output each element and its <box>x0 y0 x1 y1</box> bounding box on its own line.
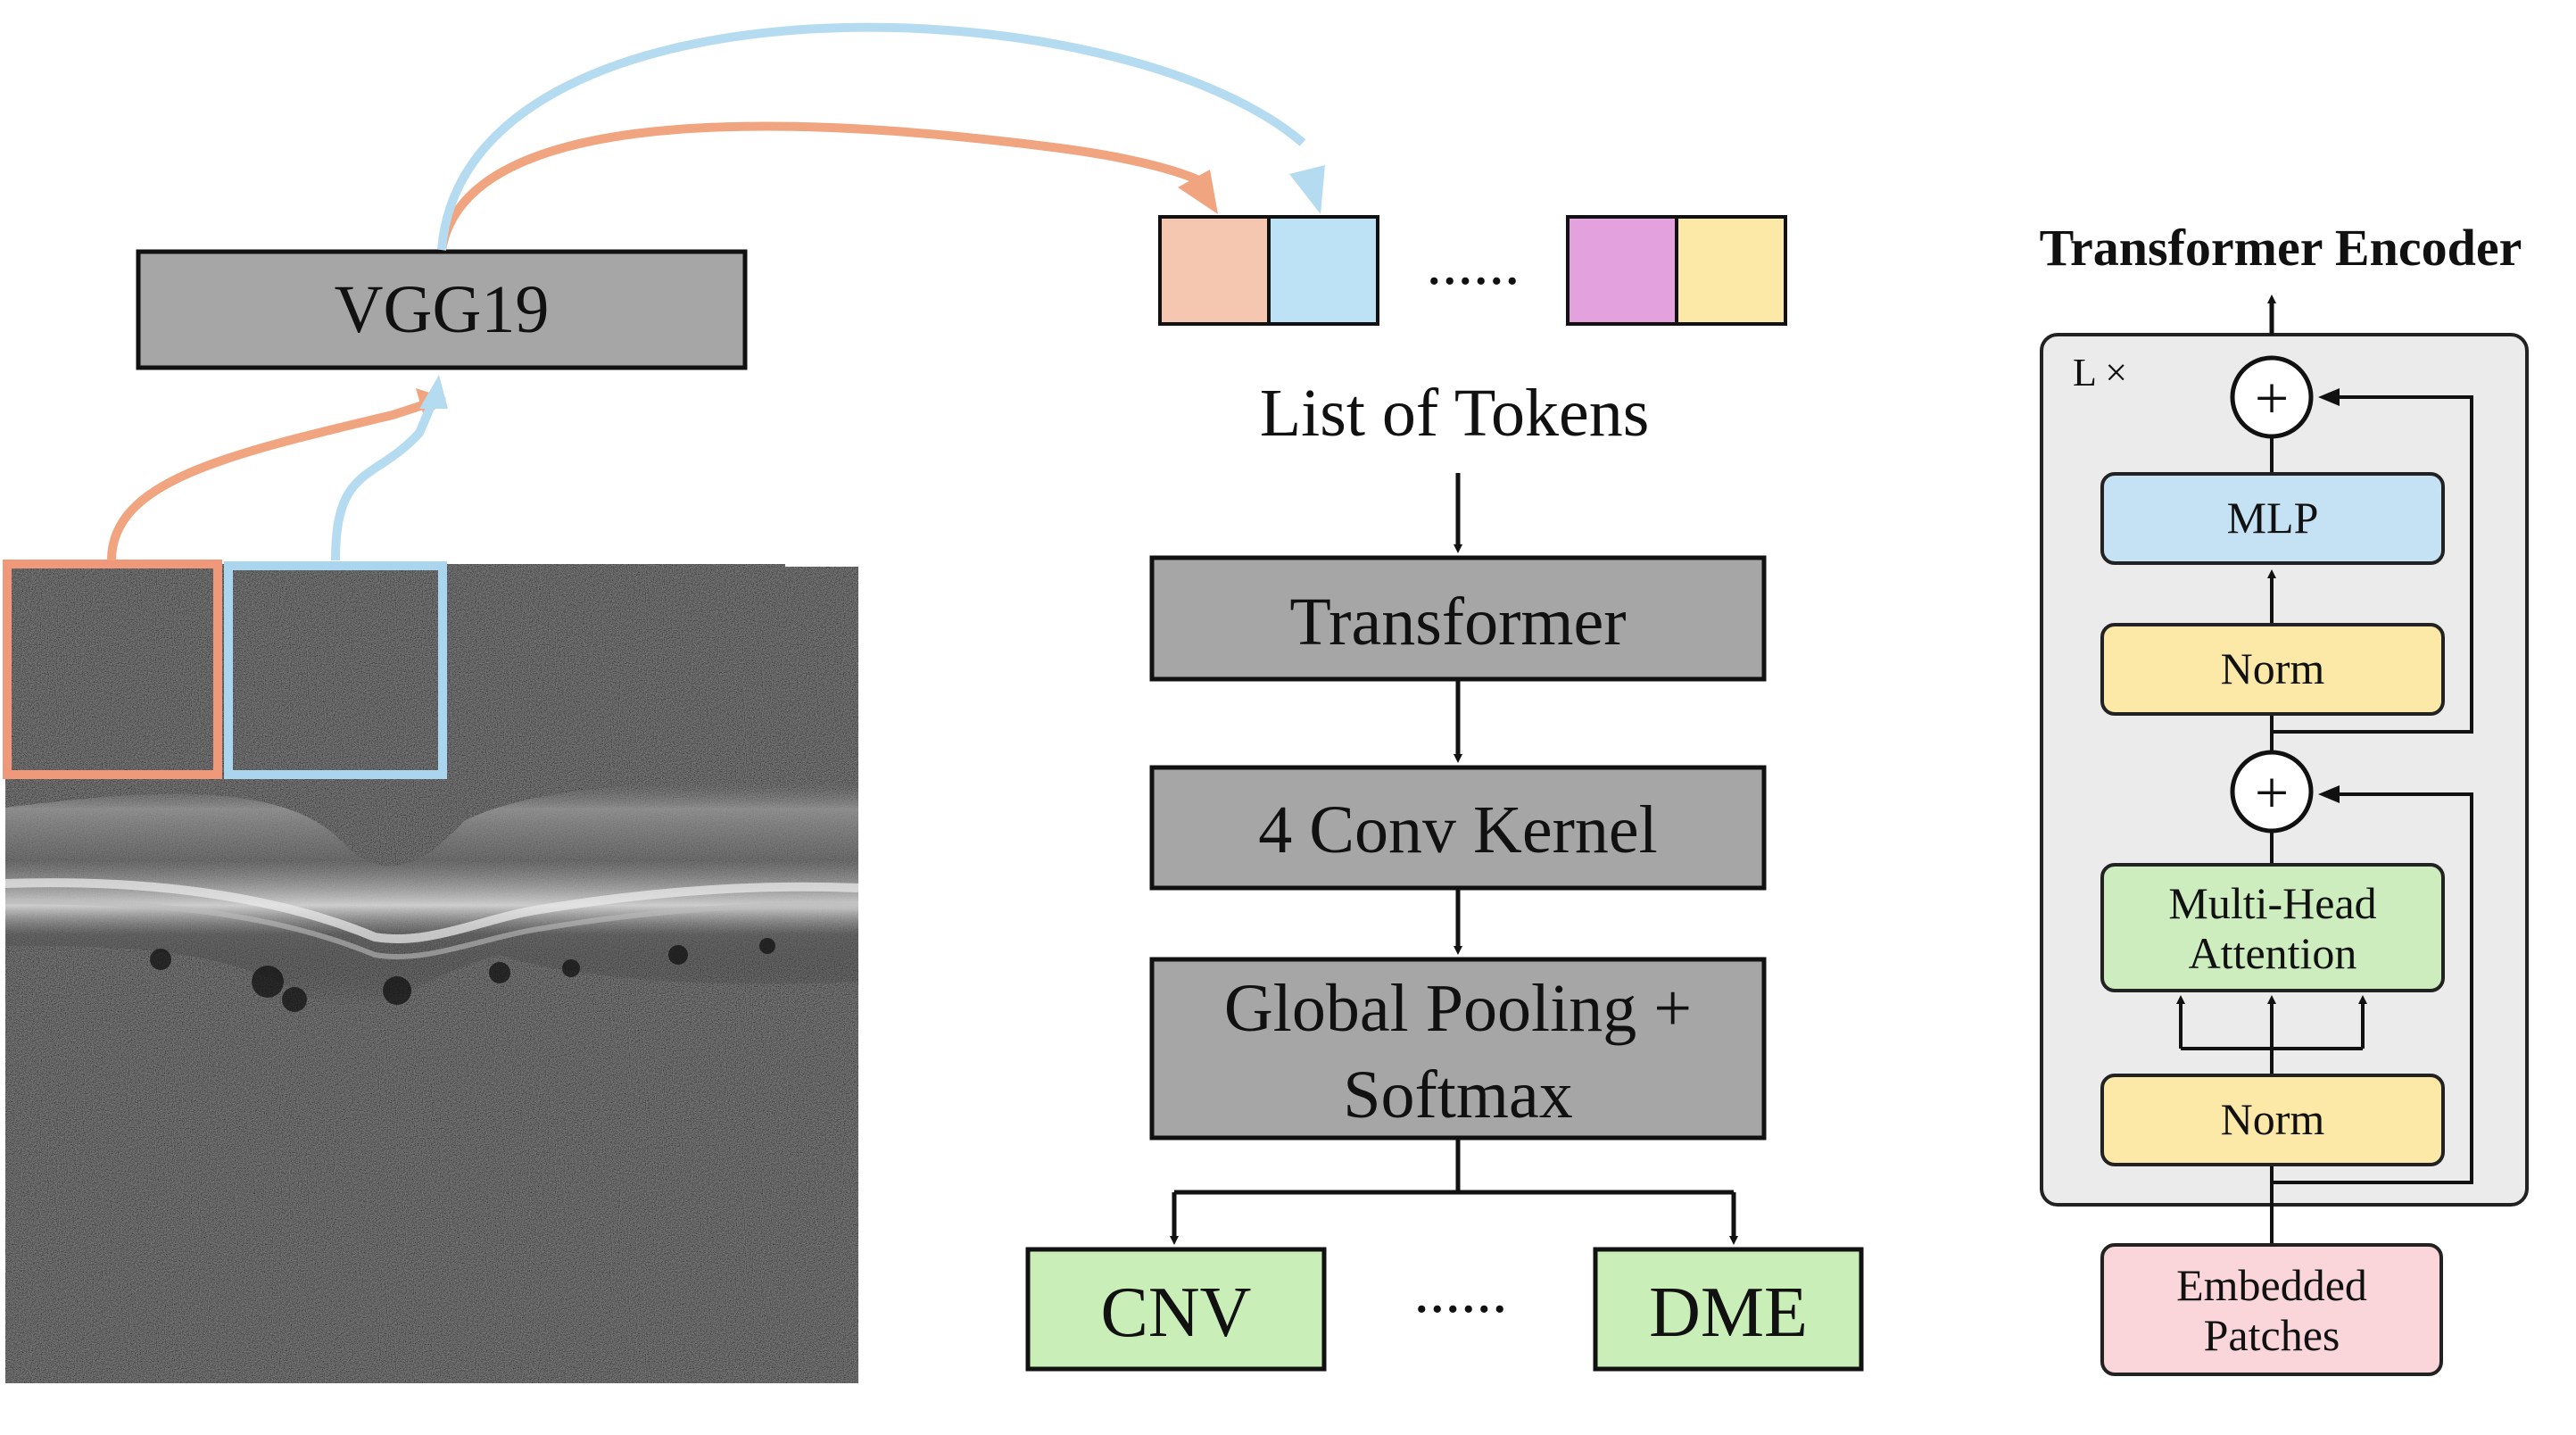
blue-patch <box>224 561 447 779</box>
dme-output-box <box>1593 1247 1864 1372</box>
norm-top-label: Norm <box>2221 643 2325 693</box>
token-ellipsis: ...... <box>1427 229 1520 298</box>
attention-label-line1: Multi-Head <box>2168 878 2376 928</box>
residual-add-lower-icon <box>2230 750 2314 834</box>
conv-kernel-box <box>1149 765 1767 891</box>
multi-head-attention-box <box>2100 863 2445 992</box>
blue-arrowhead-icon <box>419 375 448 409</box>
embedded-label-line1: Embedded <box>2176 1260 2367 1310</box>
orange-token-arrowhead-icon <box>1178 170 1218 214</box>
skip-connection-lower <box>2272 792 2473 1184</box>
encoder-repeat-label: L × <box>2073 351 2127 394</box>
skip-upper-arrowhead-icon <box>2318 388 2340 406</box>
cnv-label: CNV <box>1101 1273 1252 1352</box>
token-list-caption: List of Tokens <box>1260 376 1650 451</box>
orange-patch <box>3 560 222 779</box>
residual-add-lower-symbol: + <box>2255 759 2289 826</box>
embedded-label-line2: Patches <box>2204 1310 2340 1360</box>
embedded-patches-box <box>2100 1243 2443 1376</box>
transformer-label: Transformer <box>1289 585 1626 659</box>
output-ellipsis: ...... <box>1414 1257 1508 1326</box>
mlp-label: MLP <box>2227 493 2319 543</box>
norm-bottom-box <box>2100 1074 2445 1166</box>
cnv-output-box <box>1025 1247 1327 1372</box>
token-orange <box>1158 215 1271 326</box>
norm-bottom-label: Norm <box>2221 1094 2325 1144</box>
oct-scan-image <box>4 561 859 1387</box>
blue-patch-to-vgg-arrow <box>331 400 437 561</box>
orange-patch-to-vgg-arrow <box>107 399 430 561</box>
pooling-label-line2: Softmax <box>1343 1058 1573 1132</box>
encoder-title: Transformer Encoder <box>2040 219 2522 277</box>
mlp-box <box>2100 472 2445 565</box>
transformer-box <box>1149 555 1767 682</box>
blue-vgg-to-token-arrow <box>437 22 1306 251</box>
vgg19-box <box>136 249 748 370</box>
conv-kernel-label: 4 Conv Kernel <box>1258 792 1657 867</box>
blue-token-arrowhead-icon <box>1289 165 1325 214</box>
token-pink <box>1566 215 1678 326</box>
skip-lower-arrowhead-icon <box>2318 785 2340 803</box>
attention-label-line2: Attention <box>2189 928 2357 978</box>
norm-top-box <box>2100 623 2445 716</box>
dme-label: DME <box>1649 1273 1808 1352</box>
pooling-label-line1: Global Pooling + <box>1224 971 1692 1046</box>
vgg19-label: VGG19 <box>335 272 550 347</box>
pooling-box <box>1149 957 1767 1141</box>
skip-connection-upper <box>2272 395 2473 734</box>
token-list <box>1158 215 1787 326</box>
token-yellow <box>1675 215 1787 326</box>
orange-vgg-to-token-arrow <box>437 121 1207 251</box>
residual-add-upper-icon <box>2230 355 2314 439</box>
residual-add-upper-symbol: + <box>2255 364 2289 432</box>
token-blue <box>1267 215 1379 326</box>
